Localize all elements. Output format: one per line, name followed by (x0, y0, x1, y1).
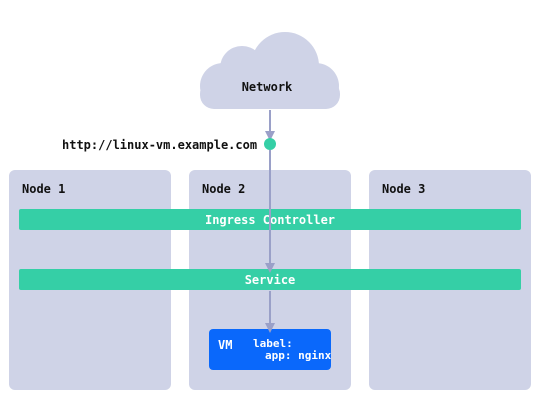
endpoint-dot-icon (264, 138, 276, 150)
vm-title: VM (218, 338, 232, 352)
node-2-label: Node 2 (202, 182, 245, 196)
service-bar: Service (19, 269, 521, 290)
service-rect (19, 269, 521, 290)
node-1-label: Node 1 (22, 182, 65, 196)
endpoint: http://linux-vm.example.com (62, 138, 276, 152)
endpoint-url: http://linux-vm.example.com (62, 138, 257, 152)
network-label: Network (242, 80, 293, 94)
vm-label-key: label: (253, 337, 293, 350)
vm-box: VM label: app: nginx (209, 329, 332, 370)
network-cloud: Network (200, 32, 340, 109)
cloud-icon (200, 32, 340, 109)
vm-rect (209, 329, 331, 370)
node-3-label: Node 3 (382, 182, 425, 196)
vm-label-value: app: nginx (265, 349, 332, 362)
service-label: Service (245, 273, 296, 287)
